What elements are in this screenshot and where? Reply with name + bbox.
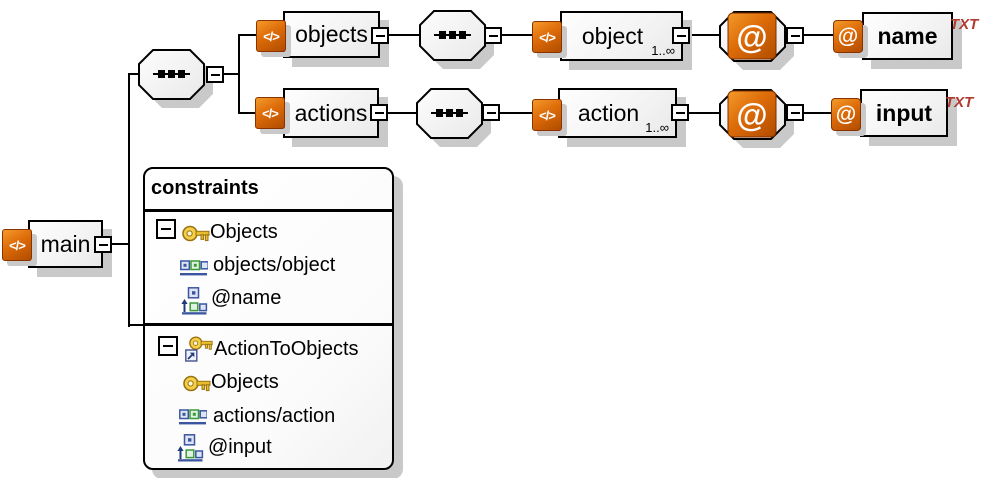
attribute-icon: @ xyxy=(831,98,861,131)
sequence-compositor-main[interactable] xyxy=(138,49,218,113)
collapse-toggle-seq-actions[interactable] xyxy=(482,104,500,121)
element-object-label: object xyxy=(581,22,644,49)
element-icon-glyph: </> xyxy=(263,28,280,44)
collapse-toggle-main[interactable] xyxy=(94,236,112,253)
connector-line xyxy=(238,112,256,114)
key-icon xyxy=(183,375,211,392)
collapse-toggle-action[interactable] xyxy=(671,104,689,121)
constraint-key-objects-ref[interactable]: Objects xyxy=(211,371,279,393)
selector-icon xyxy=(179,409,207,425)
element-main-label: main xyxy=(40,230,91,257)
panel-divider xyxy=(145,209,392,212)
cardinality-label: 1..∞ xyxy=(651,43,675,58)
connector-line xyxy=(497,112,533,114)
element-icon-glyph: </> xyxy=(539,29,556,45)
attribute-name[interactable]: name xyxy=(862,12,953,60)
collapse-toggle-objects[interactable] xyxy=(371,27,389,44)
at-sign-icon: @ xyxy=(837,24,859,48)
element-object[interactable]: object 1..∞ xyxy=(560,11,683,61)
connector-line xyxy=(238,34,240,114)
sequence-compositor-actions[interactable] xyxy=(416,88,496,152)
collapse-toggle-attrs-object[interactable] xyxy=(786,27,804,44)
element-icon: </> xyxy=(532,21,562,53)
connector-line xyxy=(801,34,834,36)
constraint-selector-objects-object[interactable]: objects/object xyxy=(213,254,336,276)
element-action[interactable]: action 1..∞ xyxy=(558,88,677,138)
collapse-toggle-seq-objects[interactable] xyxy=(484,27,502,44)
collapse-toggle-attrs-action[interactable] xyxy=(786,104,804,121)
connector-line xyxy=(387,34,421,36)
attribute-input-label: input xyxy=(875,99,933,126)
element-icon: </> xyxy=(256,20,286,52)
element-actions-label: actions xyxy=(294,99,368,126)
connector-line xyxy=(128,324,146,326)
connector-line xyxy=(688,34,721,36)
collapse-toggle-constraint-actiontoobjects[interactable] xyxy=(158,336,178,356)
selector-icon xyxy=(180,260,208,276)
constraint-field-name[interactable]: @name xyxy=(211,287,282,309)
connector-line xyxy=(687,112,721,114)
attributes-compositor-object[interactable]: @ xyxy=(719,11,799,75)
cardinality-label: 1..∞ xyxy=(645,120,669,135)
attribute-icon: @ xyxy=(833,20,863,53)
key-icon xyxy=(182,225,210,242)
element-action-label: action xyxy=(577,99,640,126)
collapse-toggle-constraint-objects[interactable] xyxy=(156,219,176,239)
sequence-icon xyxy=(153,70,190,78)
element-icon: </> xyxy=(2,229,32,261)
keyref-icon xyxy=(185,336,213,362)
type-label-txt: TXT xyxy=(950,16,979,33)
connector-line xyxy=(386,112,418,114)
element-icon-glyph: </> xyxy=(9,237,26,253)
constraints-panel: constraints Objects objects/object xyxy=(143,167,394,470)
constraint-key-objects[interactable]: Objects xyxy=(210,221,278,243)
constraint-field-input[interactable]: @input xyxy=(208,436,272,458)
sequence-compositor-objects[interactable] xyxy=(419,10,499,74)
constraints-panel-title: constraints xyxy=(151,177,259,199)
element-icon-glyph: </> xyxy=(262,105,279,121)
sequence-icon xyxy=(431,109,468,117)
connector-line xyxy=(801,112,832,114)
attribute-input[interactable]: input xyxy=(860,89,948,137)
attribute-name-label: name xyxy=(877,22,938,49)
sequence-icon xyxy=(434,31,471,39)
collapse-toggle-seq-main[interactable] xyxy=(206,66,224,83)
element-icon: </> xyxy=(255,97,285,129)
panel-divider xyxy=(145,323,392,326)
at-sign-icon: @ xyxy=(736,97,767,133)
connector-line xyxy=(499,34,533,36)
collapse-toggle-actions[interactable] xyxy=(370,104,388,121)
element-actions[interactable]: actions xyxy=(283,88,379,138)
connector-line xyxy=(223,73,240,75)
attributes-compositor-action[interactable]: @ xyxy=(719,89,799,153)
constraint-keyref-actiontoobjects[interactable]: ActionToObjects xyxy=(214,338,359,360)
at-sign-icon: @ xyxy=(835,102,857,126)
element-objects[interactable]: objects xyxy=(283,11,380,58)
constraint-selector-actions-action[interactable]: actions/action xyxy=(213,405,336,427)
element-icon-glyph: </> xyxy=(539,107,556,123)
field-icon xyxy=(181,287,208,315)
connector-line xyxy=(238,34,256,36)
connector-line xyxy=(110,243,130,245)
element-main[interactable]: main xyxy=(28,220,103,268)
at-sign-icon: @ xyxy=(736,19,767,55)
type-label-txt: TXT xyxy=(945,94,974,111)
field-icon xyxy=(177,434,204,462)
collapse-toggle-object[interactable] xyxy=(672,27,690,44)
element-objects-label: objects xyxy=(295,21,368,47)
element-icon: </> xyxy=(532,99,562,131)
connector-line xyxy=(128,73,130,327)
connector-line xyxy=(128,73,139,75)
